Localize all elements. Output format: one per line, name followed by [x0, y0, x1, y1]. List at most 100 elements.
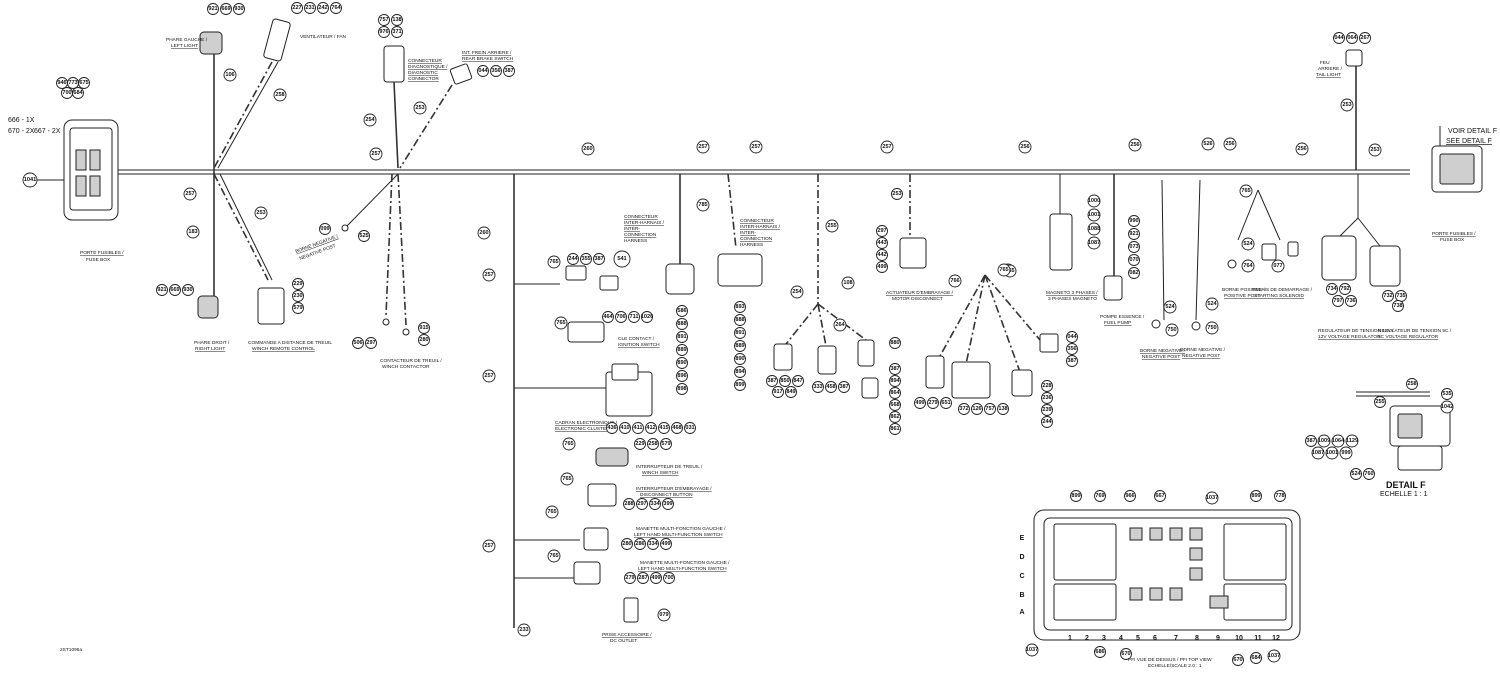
- electronic-cluster: CADRAN ELECTRONIQUE / ELECTRONIC CLUSTER…: [555, 363, 696, 434]
- wire-label-text: 765: [564, 441, 573, 447]
- svg-text:079: 079: [659, 612, 668, 618]
- svg-text:236: 236: [1042, 395, 1051, 401]
- svg-text:5: 5: [1136, 635, 1140, 642]
- wire-label-text: 253: [256, 210, 265, 216]
- svg-text:711: 711: [629, 314, 638, 320]
- svg-text:9: 9: [1216, 635, 1220, 642]
- wire-label-text: 108: [843, 280, 852, 286]
- svg-text:760: 760: [1364, 471, 1373, 477]
- svg-text:930: 930: [183, 287, 192, 293]
- svg-text:REGULATEUR DE TENSION 12V /: REGULATEUR DE TENSION 12V /: [1318, 328, 1394, 334]
- svg-text:1001: 1001: [1088, 212, 1100, 218]
- svg-text:E: E: [1020, 535, 1025, 542]
- svg-text:1037: 1037: [1026, 647, 1038, 653]
- svg-text:279: 279: [928, 400, 937, 406]
- svg-text:1037: 1037: [1268, 653, 1280, 659]
- svg-text:FUEL PUMP: FUEL PUMP: [1104, 320, 1131, 326]
- connector-col-1: 586 888 891 889 890 896 898: [676, 305, 688, 395]
- svg-text:VENTILATEUR / FAN: VENTILATEUR / FAN: [300, 34, 347, 40]
- svg-text:734: 734: [1327, 286, 1337, 292]
- svg-text:C: C: [1019, 573, 1024, 580]
- svg-text:HARNESS: HARNESS: [624, 238, 647, 244]
- wire-label-balloon: [997, 263, 1011, 277]
- wire-label-text: 256: [1297, 146, 1306, 152]
- fan: 227 231 242 764 VENTILATEUR / FAN: [213, 2, 347, 169]
- svg-text:468: 468: [672, 425, 681, 431]
- svg-text:1001: 1001: [1326, 450, 1338, 456]
- sensor-group: 387 850 847 917 849 333 458 387: [766, 339, 875, 398]
- svg-text:229: 229: [635, 441, 644, 447]
- wire-label-text: 257: [751, 144, 760, 150]
- wire-label-text: 766: [950, 278, 959, 284]
- svg-text:333: 333: [813, 384, 822, 390]
- svg-text:244: 244: [568, 256, 578, 262]
- svg-text:227: 227: [292, 5, 301, 11]
- wire-label-text: 256: [1130, 142, 1139, 148]
- svg-text:990: 990: [1129, 218, 1138, 224]
- svg-text:757: 757: [985, 406, 994, 412]
- svg-text:2: 2: [1085, 635, 1089, 642]
- svg-text:442: 442: [877, 252, 886, 258]
- svg-text:ECHELLE/SCALE 2.0 : 1: ECHELLE/SCALE 2.0 : 1: [1148, 663, 1202, 669]
- svg-text:STARTING SOLENOID: STARTING SOLENOID: [1254, 293, 1304, 299]
- wire-label-balloon: [273, 88, 287, 102]
- svg-text:ACTUATEUR D'EMBRAYAGE /: ACTUATEUR D'EMBRAYAGE /: [886, 290, 954, 296]
- svg-text:077: 077: [1273, 263, 1282, 269]
- svg-text:287: 287: [638, 575, 647, 581]
- svg-text:COMMANDE A DISTANCE DE TREUIL: COMMANDE A DISTANCE DE TREUIL: [248, 340, 332, 346]
- svg-text:070: 070: [1129, 257, 1138, 263]
- wire-label-balloon: [183, 187, 197, 201]
- ref-balloon: 684: [73, 90, 83, 96]
- wire-label-text: 260: [479, 230, 488, 236]
- svg-text:CADRAN ELECTRONIQUE /: CADRAN ELECTRONIQUE /: [555, 420, 618, 426]
- wire-label-balloon: [413, 101, 427, 115]
- wire-label-text: 765: [556, 320, 565, 326]
- svg-text:RELAIS DE DEMARRAGE /: RELAIS DE DEMARRAGE /: [1252, 287, 1313, 293]
- svg-text:506: 506: [353, 340, 362, 346]
- svg-text:VOIR DETAIL F: VOIR DETAIL F: [1448, 128, 1497, 135]
- svg-text:CLE CONTACT /: CLE CONTACT /: [618, 336, 655, 342]
- pfi-top-view: 899 769 966 667 1037 899 778 1037 686 67…: [1019, 490, 1301, 669]
- svg-text:735: 735: [1396, 293, 1405, 299]
- svg-text:436: 436: [607, 425, 616, 431]
- svg-text:412: 412: [646, 425, 655, 431]
- svg-text:279: 279: [625, 575, 634, 581]
- svg-text:126: 126: [972, 406, 981, 412]
- svg-text:684: 684: [1251, 655, 1261, 661]
- svg-text:REGULATEUR DE TENSION 5C /: REGULATEUR DE TENSION 5C /: [1378, 328, 1452, 334]
- svg-text:896: 896: [677, 373, 686, 379]
- svg-text:750: 750: [1207, 325, 1216, 331]
- svg-text:387: 387: [594, 256, 603, 262]
- svg-text:1000: 1000: [1088, 198, 1100, 204]
- svg-text:PORTE FUSIBLES /: PORTE FUSIBLES /: [1432, 231, 1476, 237]
- svg-text:LEFT HAND MULTI-FUNCTION SWITC: LEFT HAND MULTI-FUNCTION SWITCH: [634, 532, 723, 538]
- svg-text:3: 3: [1102, 635, 1106, 642]
- ref-balloon: 700: [62, 90, 71, 96]
- svg-text:TAIL LIGHT: TAIL LIGHT: [1316, 72, 1341, 78]
- svg-text:499: 499: [915, 400, 924, 406]
- drawing-id: 2ST1095a: [60, 647, 82, 653]
- svg-text:1087: 1087: [1312, 450, 1324, 456]
- svg-text:524: 524: [1207, 301, 1217, 307]
- wire-label-balloon: [1223, 137, 1237, 151]
- left-hand-switch-a: MANETTE MULTI-FONCTION GAUCHE / LEFT HAN…: [583, 526, 726, 551]
- svg-text:499: 499: [651, 575, 660, 581]
- negative-post-a: 099 525 BORNE NEGATIVE / NEGATIVE POST: [295, 223, 370, 262]
- svg-text:ECHELLE 1 : 1: ECHELLE 1 : 1: [1380, 491, 1428, 498]
- wire-right-light: [213, 173, 269, 281]
- fuse-box-left: [63, 119, 130, 221]
- svg-text:750: 750: [1167, 327, 1176, 333]
- svg-text:862: 862: [890, 414, 899, 420]
- wire-label-balloon: [477, 226, 491, 240]
- svg-text:889: 889: [677, 347, 686, 353]
- wire-label-text: 253: [415, 105, 424, 111]
- svg-text:371: 371: [392, 29, 401, 35]
- svg-text:670: 670: [1233, 657, 1242, 663]
- svg-text:073: 073: [1129, 244, 1138, 250]
- svg-text:CONNECTEUR: CONNECTEUR: [624, 214, 658, 220]
- ref-text: 667 - 2X: [34, 128, 61, 135]
- wire-label-balloon: [948, 274, 962, 288]
- svg-text:138: 138: [998, 406, 1007, 412]
- svg-text:443: 443: [877, 240, 886, 246]
